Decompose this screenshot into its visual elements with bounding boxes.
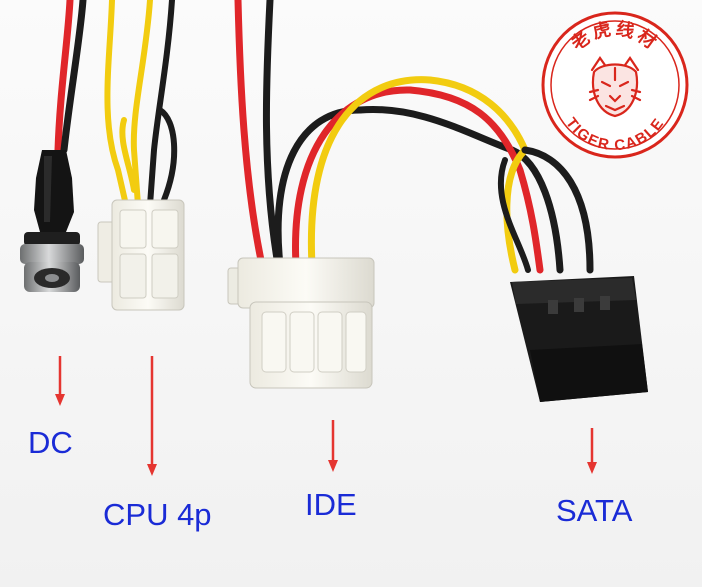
ide-molex-connector (227, 257, 375, 389)
arrow-dc (55, 356, 65, 406)
dc-wires (54, 0, 87, 154)
cpu-wires (104, 0, 178, 208)
cpu-4p-connector (97, 199, 185, 311)
svg-text:老虎线材: 老虎线材 (567, 17, 663, 55)
sata-wires (356, 76, 594, 274)
ide-wires (234, 0, 434, 269)
arrows (55, 356, 597, 476)
label-ide: IDE (305, 487, 357, 522)
arrow-cpu (147, 356, 157, 476)
logo-text-top: 老虎线材 (567, 17, 660, 55)
label-dc: DC (28, 425, 73, 460)
tiger-face (588, 56, 642, 118)
label-cpu-4p: CPU 4p (103, 497, 212, 532)
arrow-ide (328, 420, 338, 472)
svg-text:TIGER CABLE: TIGER CABLE (562, 115, 668, 155)
arrow-sata (587, 428, 597, 474)
tiger-cable-logo (541, 11, 689, 159)
sata-connector (510, 276, 648, 402)
dc-jack (20, 150, 84, 292)
logo-text-bottom: TIGER CABLE (562, 115, 666, 155)
label-sata: SATA (556, 493, 633, 528)
